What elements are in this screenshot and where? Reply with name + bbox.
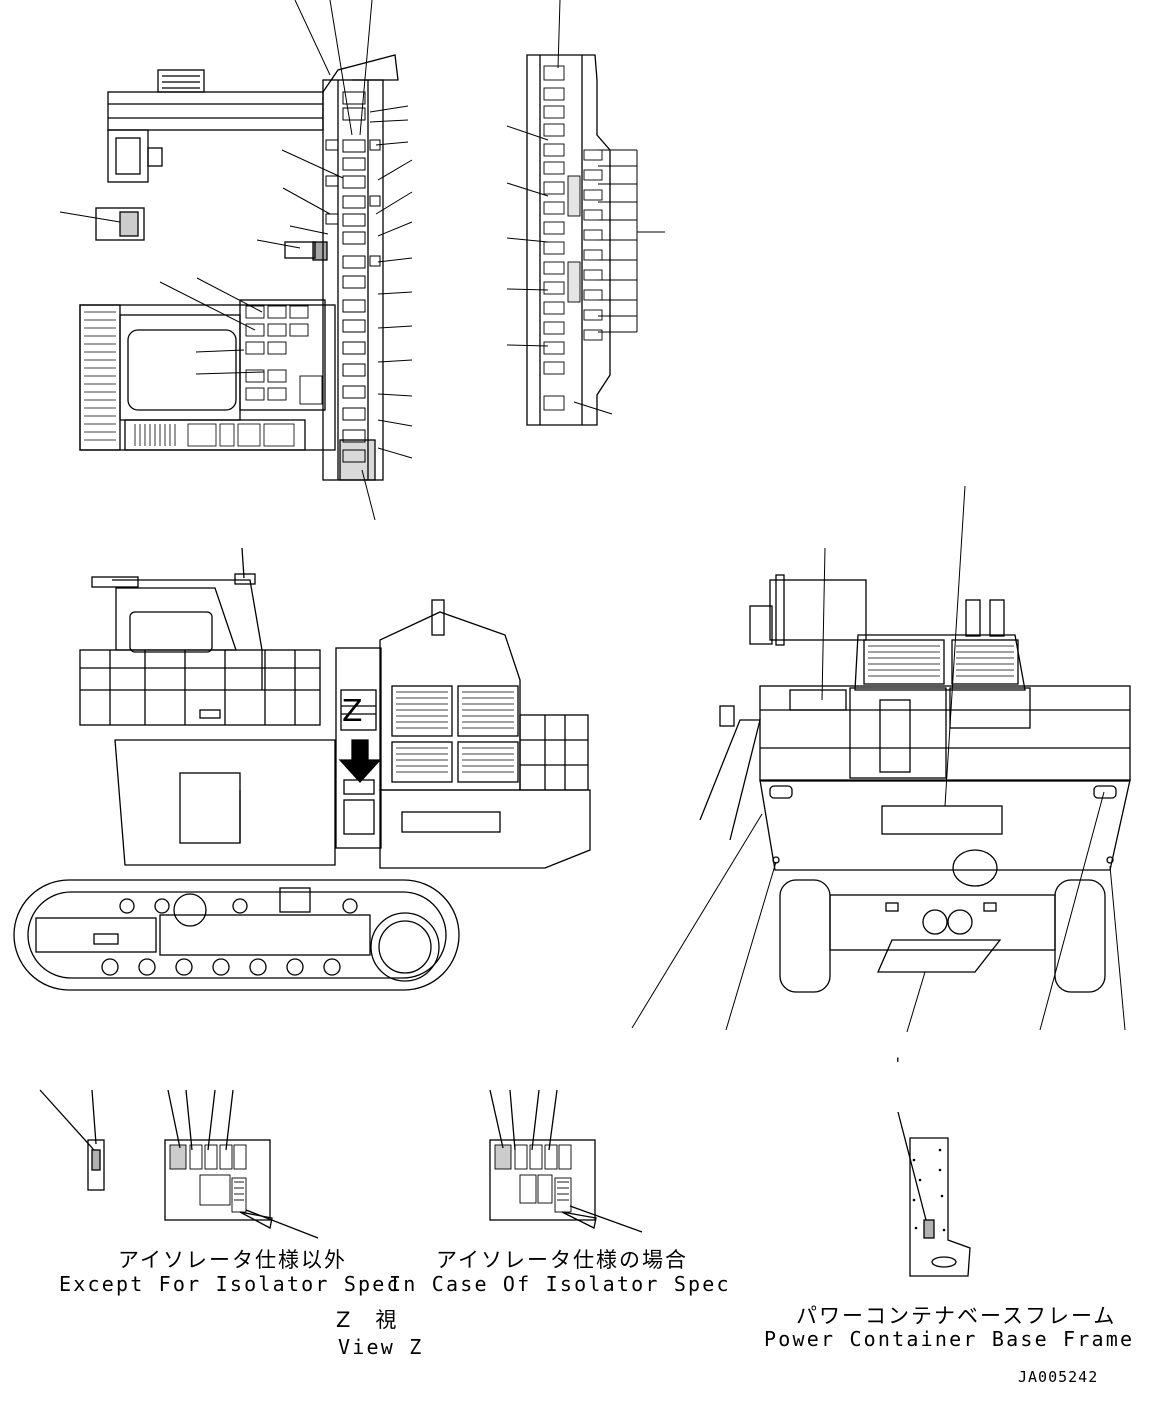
caption-except-isolator-en: Except For Isolator Spec [59,1272,401,1296]
detail-view-isolator [489,1089,643,1233]
caption-view-z-en: View Z [338,1335,424,1359]
caption-except-isolator-jp: アイソレータ仕様以外 [118,1248,347,1272]
caption-isolator-case-jp: アイソレータ仕様の場合 [436,1248,688,1272]
detail-view-base-frame [897,1111,971,1277]
z-arrow-letter: Z [342,694,364,729]
side-view-excavator [13,547,591,991]
tick-mark: ' [893,1054,904,1073]
caption-view-z-jp: Z 視 [336,1308,399,1332]
caption-isolator-case-en: In Case Of Isolator Spec [389,1272,731,1296]
detail-view-except-isolator [164,1089,319,1239]
drawing-number: JA005242 [1018,1368,1099,1386]
top-right-panel-view [506,0,665,426]
caption-base-frame-jp: パワーコンテナベースフレーム [796,1304,1117,1328]
detail-view-small-part [39,1089,105,1191]
rear-view-excavator [631,485,1131,1033]
caption-base-frame-en: Power Container Base Frame [764,1327,1135,1351]
top-plan-view [59,0,413,521]
